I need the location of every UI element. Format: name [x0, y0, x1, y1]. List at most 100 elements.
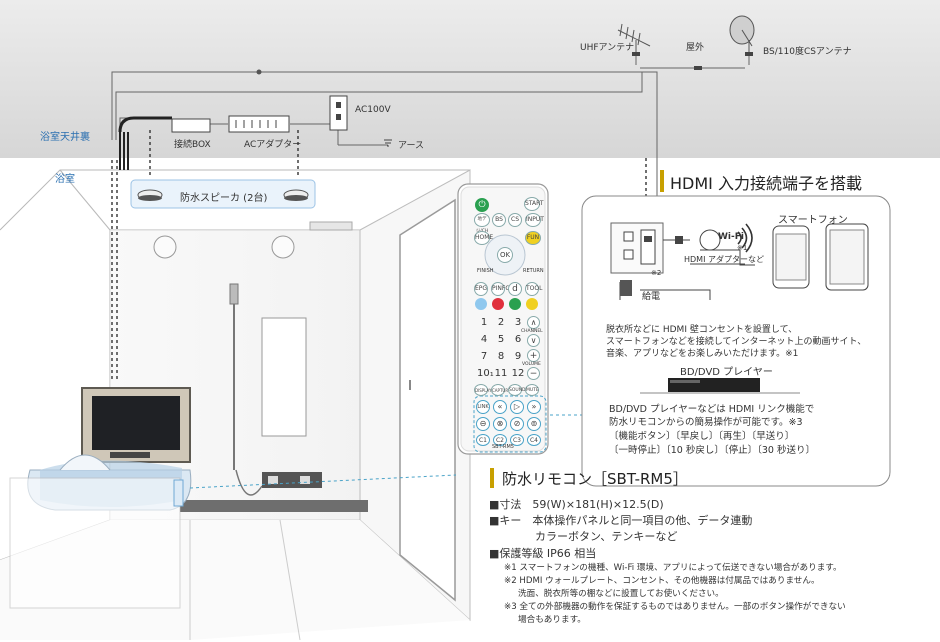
outdoor-label: 屋外	[686, 43, 705, 53]
d-button[interactable]: d	[508, 282, 522, 296]
channel-down-icon[interactable]: ∨	[527, 334, 540, 347]
cs-button[interactable]: CS	[508, 213, 522, 227]
ac100v-label: AC100V	[355, 105, 391, 115]
c2-button[interactable]: C2	[493, 434, 507, 446]
digital-button[interactable]: 地デジ/CH	[474, 213, 490, 234]
wifi-note: ※1	[737, 244, 748, 252]
num-8-button[interactable]: 8	[497, 351, 505, 362]
return-label[interactable]: RETURN	[523, 268, 544, 274]
mirror	[261, 317, 307, 437]
pinfo-button[interactable]: PINFO	[491, 282, 510, 296]
note-1: ※1 スマートフォンの機種、Wi-Fi 環境、アプリによって伝送できない場合があ…	[504, 563, 842, 573]
hdmi-desc-2: スマートフォンなどを接続してインターネット上の動画サイト、	[606, 337, 867, 347]
hdmi-adapter-label: HDMI アダプターなど	[684, 255, 764, 264]
speaker-panel	[130, 179, 316, 209]
note-2b: 洗面、脱衣所等の棚などに設置してお使いください。	[518, 589, 724, 599]
display-button[interactable]: DISPLAY	[474, 384, 491, 396]
volume-up-icon[interactable]: +	[527, 349, 540, 362]
start-button[interactable]: START	[524, 197, 544, 211]
num-9-button[interactable]: 9	[514, 351, 522, 362]
ac-adapter	[228, 115, 290, 133]
finish-label[interactable]: FINISH	[477, 268, 494, 274]
channel-up-icon[interactable]: ∧	[527, 316, 540, 329]
ac-outlet	[329, 95, 348, 131]
plate-note: ※2	[651, 269, 662, 277]
link-desc-3: 〔機能ボタン〕〔早戻し〕〔再生〕〔早送り〕	[609, 431, 795, 442]
home-button[interactable]: HOME	[474, 231, 493, 245]
yellow-button[interactable]	[526, 298, 538, 310]
ceiling-vent	[309, 221, 353, 231]
note-3b: 場合もあります。	[518, 615, 586, 625]
power-icon[interactable]: ⏻	[475, 198, 489, 212]
mute-button[interactable]: MUTE	[525, 384, 539, 396]
spec-keys-2: カラーボタン、テンキーなど	[535, 530, 678, 543]
skip-forward-icon[interactable]: ⊚	[527, 417, 541, 431]
num-12-button[interactable]: 12	[511, 368, 525, 379]
hdmi-heading-bar	[660, 170, 664, 192]
link-desc-2: 防水リモコンからの簡易操作が可能です。※3	[609, 417, 803, 428]
power-plug	[620, 280, 632, 296]
bs-button[interactable]: BS	[492, 213, 506, 227]
num-10-button[interactable]: 10₁	[477, 368, 494, 379]
wifi-graphic	[737, 223, 753, 253]
power-label: 給電	[642, 292, 661, 302]
c3-button[interactable]: C3	[510, 434, 524, 446]
link-button[interactable]: LINK	[476, 400, 490, 414]
rewind-icon[interactable]: «	[493, 400, 507, 414]
link-desc-1: BD/DVD プレイヤーなどは HDMI リンク機能で	[609, 404, 815, 415]
speaker-label: 防水スピーカ (2台)	[180, 193, 268, 204]
fast-forward-icon[interactable]: »	[527, 400, 541, 414]
stop-icon[interactable]: ⊘	[510, 417, 524, 431]
uhf-antenna-graphic	[617, 23, 651, 52]
spec-keys-1: ■キー 本体操作パネルと同一項目の他、データ連動	[489, 514, 753, 527]
volume-label: VOLUME	[522, 362, 541, 367]
c1-button[interactable]: C1	[476, 434, 490, 446]
ceiling-light-right	[271, 235, 295, 259]
skip-back-icon[interactable]: ⊗	[493, 417, 507, 431]
remote-model-label: SBT-RM5	[492, 444, 514, 450]
num-5-button[interactable]: 5	[497, 334, 505, 345]
num-11-button[interactable]: 11	[494, 368, 508, 379]
c4-button[interactable]: C4	[527, 434, 541, 446]
fun-button[interactable]: FUN	[525, 231, 541, 245]
note-2a: ※2 HDMI ウォールプレート、コンセント、その他機器は付属品ではありません。	[504, 576, 820, 586]
blue-button[interactable]	[475, 298, 487, 310]
capture-button[interactable]: CAPTURE	[491, 384, 511, 396]
num-1-button[interactable]: 1	[480, 317, 488, 328]
volume-down-icon[interactable]: −	[527, 367, 540, 380]
uhf-antenna-label: UHFアンテナ	[580, 43, 635, 53]
num-7-button[interactable]: 7	[480, 351, 488, 362]
ceiling-area	[0, 0, 940, 158]
ok-button[interactable]: OK	[497, 247, 513, 263]
num-6-button[interactable]: 6	[514, 334, 522, 345]
ac-adapter-label: ACアダプター	[244, 140, 302, 150]
bd-player-label: BD/DVD プレイヤー	[680, 367, 773, 378]
pause-icon[interactable]: ⊖	[476, 417, 490, 431]
num-2-button[interactable]: 2	[497, 317, 505, 328]
num-3-button[interactable]: 3	[514, 317, 522, 328]
note-3a: ※3 全ての外部機器の動作を保証するものではありません。一部のボタン操作ができな…	[504, 602, 846, 612]
hdmi-desc-1: 脱衣所などに HDMI 壁コンセントを設置して、	[606, 325, 798, 335]
play-icon[interactable]: ▷	[510, 400, 524, 414]
tool-button[interactable]: TOOL	[525, 282, 542, 296]
input-button[interactable]: INPUT	[525, 213, 544, 227]
bathroom-label: 浴室	[55, 174, 75, 185]
spec-size: ■寸法 59(W)×181(H)×12.5(D)	[489, 498, 664, 511]
channel-label: CHANNEL	[521, 329, 543, 334]
red-button[interactable]	[492, 298, 504, 310]
sound-button[interactable]: SOUND	[508, 384, 526, 396]
smartphone-label: スマートフォン	[778, 215, 848, 226]
ceiling-light-left	[153, 235, 177, 259]
hdmi-heading: HDMI 入力接続端子を搭載	[670, 174, 862, 193]
green-button[interactable]	[509, 298, 521, 310]
bs-antenna-label: BS/110度CSアンテナ	[763, 47, 852, 57]
wifi-label: Wi-Fi	[718, 232, 744, 242]
num-4-button[interactable]: 4	[480, 334, 488, 345]
hdmi-desc-3: 音楽、アプリなどをお楽しみいただけます。※1	[606, 349, 799, 359]
epg-button[interactable]: EPG	[474, 282, 488, 296]
junction-box	[171, 118, 211, 133]
remote-link-line	[189, 474, 457, 489]
bathroom-door	[399, 198, 456, 602]
bs-antenna-graphic	[729, 15, 755, 52]
